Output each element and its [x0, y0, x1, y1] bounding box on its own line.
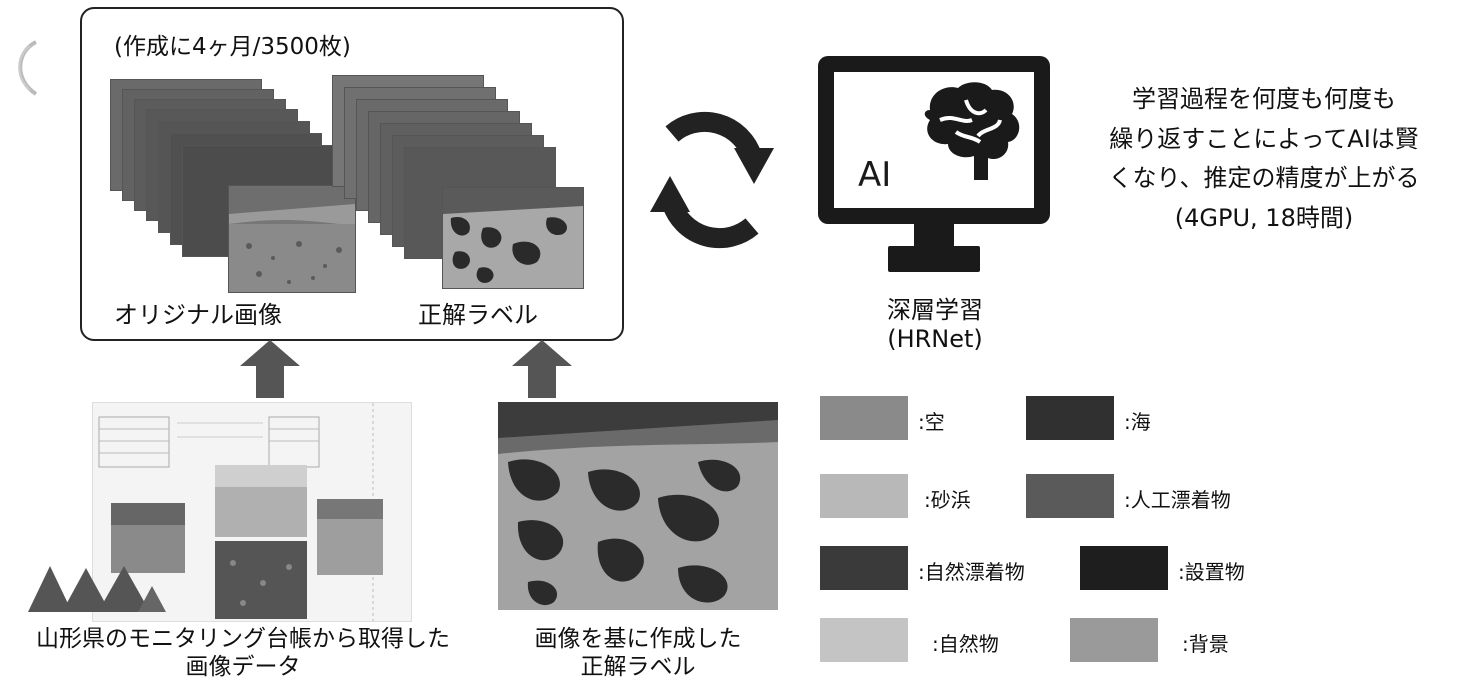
description-line1: 学習過程を何度も何度も [1132, 85, 1396, 113]
description-line3: くなり、推定の精度が上がる [1108, 164, 1420, 193]
legend-label-sky: :空 [918, 410, 945, 434]
legend-swatch-natural-debris [820, 546, 908, 590]
model-label-line2: (HRNet) [887, 324, 983, 353]
monitor-ai-text: AI [858, 155, 891, 195]
source-caption-line2: 画像データ [185, 653, 301, 680]
legend-swatch-sky [820, 396, 908, 440]
original-image-stack [110, 79, 356, 293]
legend-swatch-natural-object [820, 618, 908, 662]
legend-label-artificial-debris: :人工漂着物 [1124, 488, 1231, 512]
label-caption-line1: 画像を基に作成した [534, 626, 742, 652]
legend-label-installed-object: :設置物 [1178, 560, 1245, 584]
source-caption: 山形県のモニタリング台帳から取得した 画像データ [10, 626, 476, 681]
legend-swatch-installed-object [1080, 546, 1168, 590]
legend-swatch-beach [820, 474, 908, 518]
label-example-image [498, 402, 778, 610]
legend-label-sea: :海 [1124, 410, 1151, 434]
legend-label-natural-object: :自然物 [932, 632, 999, 656]
label-caption-line2: 正解ラベル [580, 653, 696, 680]
legend-label-beach: :砂浜 [924, 488, 971, 512]
ai-monitor: AI [818, 56, 1050, 272]
label-photo [442, 187, 584, 289]
original-image-label: オリジナル画像 [114, 301, 282, 329]
original-photo [228, 185, 356, 293]
yamagata-logo [28, 566, 168, 612]
legend-label-natural-debris: :自然漂着物 [918, 560, 1025, 584]
source-caption-line1: 山形県のモニタリング台帳から取得した [36, 626, 450, 652]
model-label: 深層学習 (HRNet) [842, 296, 1028, 354]
legend-swatch-background [1070, 618, 1158, 662]
legend-swatch-sea [1026, 396, 1114, 440]
dataset-panel: (作成に4ヶ月/3500枚) [80, 7, 624, 341]
dataset-note: (作成に4ヶ月/3500枚) [114, 34, 351, 60]
class-legend: :空 :海 :砂浜 :人工漂着物 :自然漂着物 :設置物 :自然物 :背景 [820, 396, 1260, 664]
training-description: 学習過程を何度も何度も 繰り返すことによってAIは賢 くなり、推定の精度が上がる… [1082, 80, 1446, 238]
up-arrow-icon [240, 340, 300, 398]
legend-swatch-artificial-debris [1026, 474, 1114, 518]
label-image-label: 正解ラベル [418, 301, 538, 329]
up-arrow-icon [512, 340, 572, 398]
label-caption: 画像を基に作成した 正解ラベル [518, 626, 758, 681]
description-line2: 繰り返すことによってAIは賢 [1109, 124, 1419, 153]
model-label-line1: 深層学習 [887, 296, 983, 324]
cycle-arrows-icon [650, 106, 774, 254]
logo-fragment [6, 38, 46, 98]
description-line4: (4GPU, 18時間) [1174, 203, 1354, 232]
monitoring-document [92, 402, 412, 622]
label-image-stack [332, 75, 584, 295]
legend-label-background: :背景 [1182, 632, 1229, 656]
